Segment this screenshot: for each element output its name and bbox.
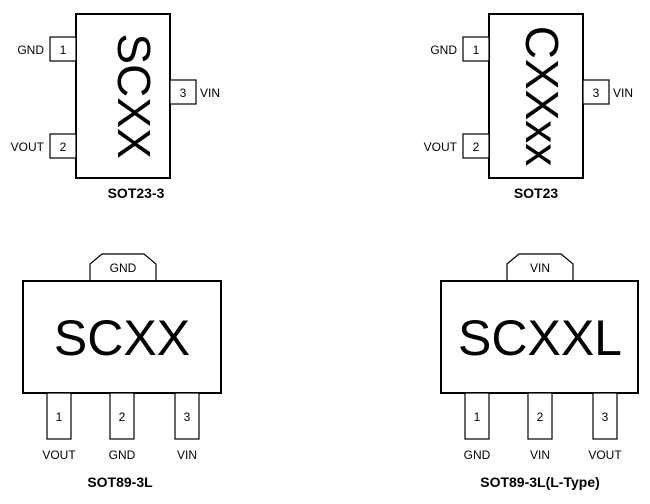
pin-3 [582, 79, 610, 105]
pin-3-label: VIN [177, 448, 197, 462]
pin-1-label: VOUT [42, 448, 76, 462]
pin-2-number: 2 [537, 410, 544, 424]
pin-2-label: VIN [530, 448, 550, 462]
pin-3-label: VIN [200, 86, 220, 100]
pin-2-number: 2 [473, 140, 480, 154]
pin-2 [527, 392, 553, 440]
pin-3-label: VIN [613, 86, 633, 100]
pin-1-number: 1 [60, 43, 67, 57]
pin-3-number: 3 [184, 410, 191, 424]
pin-3 [174, 392, 200, 440]
package-marking: SCXXL [458, 310, 622, 366]
pin-1 [46, 392, 72, 440]
package-body [440, 280, 639, 394]
package-sot23-3: SCXX 1 GND 2 VOUT 3 VIN SOT23-3 [11, 13, 220, 201]
package-sot89-3l-l-type: VIN SCXXL 1 GND 2 VIN 3 VOUT SOT89-3L(L-… [440, 253, 639, 490]
pin-2-number: 2 [60, 140, 67, 154]
pin-2 [49, 133, 77, 159]
pin-1-number: 1 [473, 43, 480, 57]
package-name: SOT89-3L [87, 474, 153, 490]
pin-1-label: GND [464, 448, 491, 462]
package-body [22, 280, 222, 394]
pin-2-number: 2 [119, 410, 126, 424]
pin-1-number: 1 [56, 410, 63, 424]
pin-2 [109, 392, 135, 440]
package-name: SOT89-3L(L-Type) [480, 474, 600, 490]
package-body [75, 13, 171, 179]
package-name: SOT23 [514, 185, 559, 201]
pin-3 [592, 392, 618, 440]
pin-1-number: 1 [474, 410, 481, 424]
pin-2 [462, 133, 490, 159]
package-marking: SCXX [108, 33, 160, 158]
pin-3-label: VOUT [588, 448, 622, 462]
pin-3-number: 3 [180, 86, 187, 100]
package-marking: SCXX [54, 310, 190, 366]
pin-1-label: GND [430, 43, 457, 57]
pin-3-number: 3 [593, 86, 600, 100]
package-sot23: CXXxx 1 GND 2 VOUT 3 VIN SOT23 [424, 13, 633, 201]
pin-2-label: VOUT [424, 140, 458, 154]
package-name: SOT23-3 [108, 185, 165, 201]
package-marking: CXXxx [516, 26, 568, 167]
tab-label: GND [110, 261, 137, 275]
pin-1 [464, 392, 490, 440]
pin-1 [462, 36, 490, 62]
package-sot89-3l: GND SCXX 1 VOUT 2 GND 3 VIN SOT89-3L [22, 253, 222, 490]
tab-label: VIN [530, 261, 550, 275]
pin-3-number: 3 [602, 410, 609, 424]
pin-1-label: GND [17, 43, 44, 57]
pin-3 [169, 79, 197, 105]
pin-2-label: GND [109, 448, 136, 462]
pin-1 [49, 36, 77, 62]
pin-2-label: VOUT [11, 140, 45, 154]
package-body [488, 13, 584, 179]
